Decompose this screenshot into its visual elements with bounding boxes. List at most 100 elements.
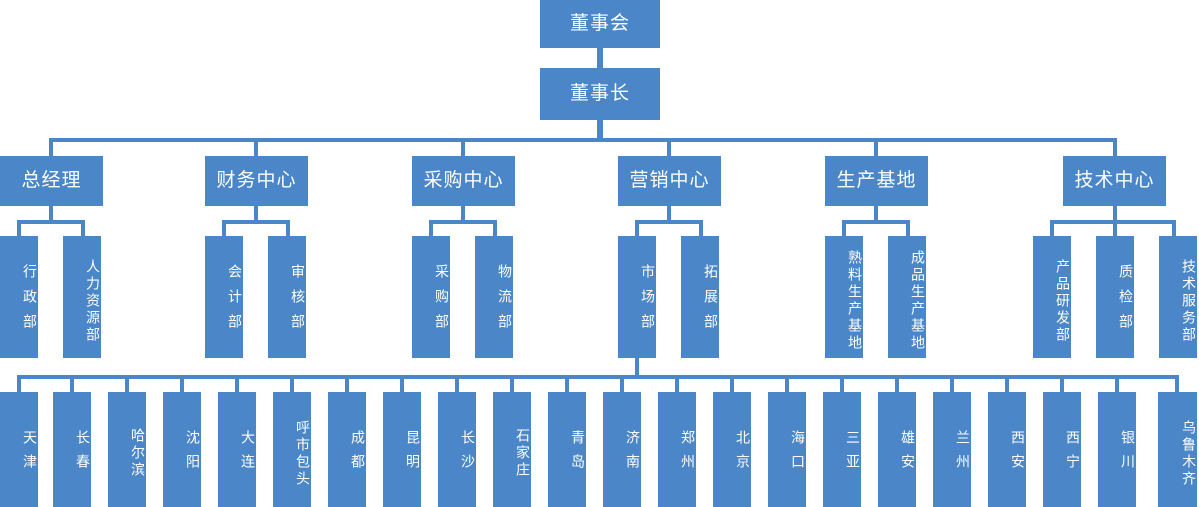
connector-procurement-bus [429, 220, 497, 224]
connector-market-to-branches-drop [635, 358, 639, 377]
node-branch-xian[interactable]: 西安 [988, 392, 1026, 507]
node-branch-shenyang[interactable]: 沈阳 [163, 392, 201, 507]
node-dept-technical-service[interactable]: 技术服务部 [1159, 236, 1197, 358]
node-division-procurement-center[interactable]: 采购中心 [412, 156, 515, 206]
connector-branch-riser-12 [620, 375, 624, 392]
node-dept-quality-inspection[interactable]: 质检部 [1096, 236, 1134, 358]
connector-technology-riser-2 [1113, 220, 1117, 236]
node-branch-lanzhou[interactable]: 兰州 [933, 392, 971, 507]
connector-procurement-riser-1 [429, 220, 433, 236]
node-division-general-manager[interactable]: 总经理 [0, 156, 103, 206]
connector-finance-riser-2 [286, 220, 290, 236]
connector-production-riser-2 [906, 220, 910, 236]
node-branch-changsha[interactable]: 长沙 [438, 392, 476, 507]
node-branch-dalian[interactable]: 大连 [218, 392, 256, 507]
connector-gm-riser-1 [17, 220, 21, 236]
node-division-technology-center[interactable]: 技术中心 [1063, 156, 1166, 206]
connector-gm-drop [49, 206, 53, 220]
connector-division-bus [49, 138, 1117, 142]
node-branch-xiongan[interactable]: 雄安 [878, 392, 916, 507]
node-branch-harbin[interactable]: 哈尔滨 [108, 392, 146, 507]
connector-division-riser-4 [667, 138, 671, 156]
connector-marketing-drop [667, 206, 671, 220]
node-dept-clinker-production-base[interactable]: 熟料生产基地 [825, 236, 863, 358]
connector-chairman-drop [597, 120, 603, 141]
connector-branch-riser-14 [730, 375, 734, 392]
connector-branch-riser-4 [180, 375, 184, 392]
node-dept-purchasing[interactable]: 采购部 [412, 236, 450, 358]
connector-technology-drop [1113, 206, 1117, 220]
connector-board-to-chairman [597, 48, 603, 68]
connector-marketing-riser-1 [635, 220, 639, 236]
node-branch-chengdu[interactable]: 成都 [328, 392, 366, 507]
connector-branch-riser-5 [235, 375, 239, 392]
connector-branch-riser-10 [510, 375, 514, 392]
connector-branch-bus [17, 375, 1179, 379]
node-branch-shijiazhuang[interactable]: 石家庄 [493, 392, 531, 507]
node-dept-market[interactable]: 市场部 [618, 236, 656, 358]
node-division-production-base[interactable]: 生产基地 [825, 156, 928, 206]
node-branch-xining[interactable]: 西宁 [1043, 392, 1081, 507]
connector-branch-riser-6 [290, 375, 294, 392]
connector-marketing-riser-2 [699, 220, 703, 236]
connector-procurement-riser-2 [493, 220, 497, 236]
connector-branch-riser-9 [455, 375, 459, 392]
node-dept-audit[interactable]: 审核部 [268, 236, 306, 358]
node-dept-finished-product-production-base[interactable]: 成品生产基地 [888, 236, 926, 358]
connector-division-riser-5 [874, 138, 878, 156]
node-division-marketing-center[interactable]: 营销中心 [618, 156, 721, 206]
connector-branch-riser-3 [125, 375, 129, 392]
node-dept-expansion[interactable]: 拓展部 [681, 236, 719, 358]
connector-finance-drop [254, 206, 258, 220]
connector-production-drop [874, 206, 878, 220]
node-branch-qingdao[interactable]: 青岛 [548, 392, 586, 507]
node-dept-accounting[interactable]: 会计部 [205, 236, 243, 358]
connector-division-riser-6 [1113, 138, 1117, 156]
connector-procurement-drop [461, 206, 465, 220]
connector-branch-riser-8 [400, 375, 404, 392]
node-branch-yinchuan[interactable]: 银川 [1098, 392, 1136, 507]
connector-gm-bus [17, 220, 85, 224]
connector-technology-riser-3 [1172, 220, 1176, 236]
connector-division-riser-3 [461, 138, 465, 156]
connector-branch-riser-22 [1175, 375, 1179, 392]
connector-finance-bus [222, 220, 290, 224]
node-branch-jinan[interactable]: 济南 [603, 392, 641, 507]
connector-branch-riser-7 [345, 375, 349, 392]
node-dept-logistics[interactable]: 物流部 [475, 236, 513, 358]
node-branch-urumqi[interactable]: 乌鲁木齐 [1158, 392, 1197, 507]
connector-division-riser-1 [49, 138, 53, 156]
node-branch-tianjin[interactable]: 天津 [0, 392, 38, 507]
node-branch-changchun[interactable]: 长春 [53, 392, 91, 507]
connector-branch-riser-15 [785, 375, 789, 392]
node-branch-zhengzhou[interactable]: 郑州 [658, 392, 696, 507]
node-branch-kunming[interactable]: 昆明 [383, 392, 421, 507]
node-branch-beijing[interactable]: 北京 [713, 392, 751, 507]
node-board[interactable]: 董事会 [540, 0, 660, 48]
connector-marketing-bus [635, 220, 703, 224]
connector-branch-riser-17 [895, 375, 899, 392]
node-branch-hohhot-baotou[interactable]: 呼市包头 [273, 392, 311, 507]
node-dept-human-resources[interactable]: 人力资源部 [63, 236, 101, 358]
connector-branch-riser-1 [17, 375, 21, 392]
node-dept-product-rnd[interactable]: 产品研发部 [1033, 236, 1071, 358]
connector-branch-riser-19 [1005, 375, 1009, 392]
node-dept-administration[interactable]: 行政部 [0, 236, 38, 358]
connector-branch-riser-11 [565, 375, 569, 392]
connector-gm-riser-2 [81, 220, 85, 236]
connector-branch-riser-21 [1115, 375, 1119, 392]
node-chairman[interactable]: 董事长 [540, 68, 660, 120]
node-branch-sanya[interactable]: 三亚 [823, 392, 861, 507]
connector-branch-riser-20 [1060, 375, 1064, 392]
connector-branch-riser-13 [675, 375, 679, 392]
connector-division-riser-2 [254, 138, 258, 156]
connector-branch-riser-18 [950, 375, 954, 392]
node-division-finance-center[interactable]: 财务中心 [205, 156, 308, 206]
connector-branch-riser-2 [70, 375, 74, 392]
connector-branch-riser-16 [840, 375, 844, 392]
connector-finance-riser-1 [222, 220, 226, 236]
node-branch-haikou[interactable]: 海口 [768, 392, 806, 507]
connector-production-bus [842, 220, 910, 224]
connector-technology-riser-1 [1050, 220, 1054, 236]
